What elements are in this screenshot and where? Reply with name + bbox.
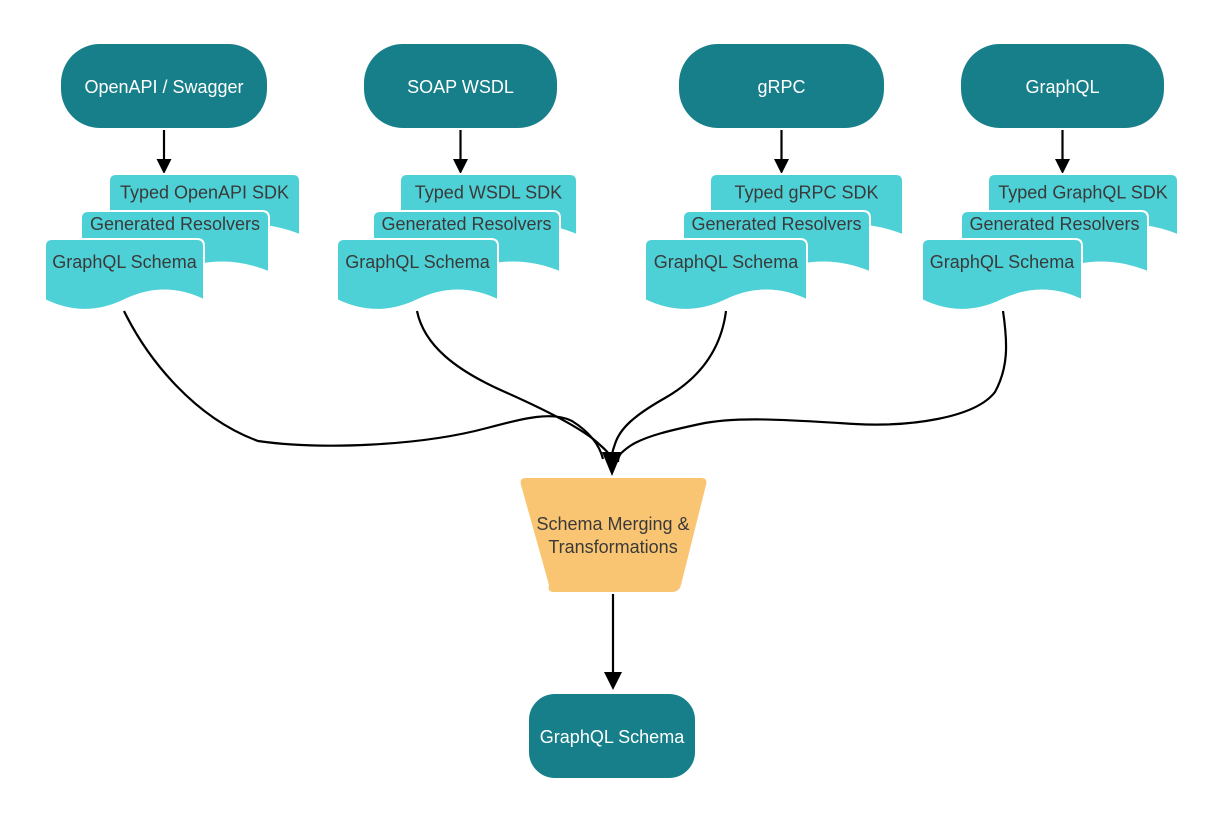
source-node-label-graphql: GraphQL — [1025, 77, 1099, 97]
document-graphql-schema-graphql — [921, 238, 1083, 311]
source-node-label-openapi-swagger: OpenAPI / Swagger — [84, 77, 243, 97]
document-graphql-schema-soap-wsdl — [336, 238, 499, 311]
document-graphql-schema-openapi-swagger — [44, 238, 205, 311]
document-label-generated-resolvers-graphql: Generated Resolvers — [969, 214, 1139, 234]
document-label-generated-resolvers-soap-wsdl: Generated Resolvers — [381, 214, 551, 234]
source-node-openapi-swagger — [59, 42, 269, 130]
source-node-grpc — [677, 42, 886, 130]
arrowhead-graphql-to-sdk — [1055, 159, 1070, 174]
column-grpc: gRPC Typed gRPC SDK Generated ResolversGra… — [644, 42, 904, 311]
edge-openapi-swagger-schema-to-merge — [123, 310, 605, 460]
document-graphql-schema-grpc — [644, 238, 808, 311]
arrowhead-merge-input — [602, 452, 622, 476]
output-node — [527, 692, 697, 780]
source-node-graphql — [959, 42, 1166, 130]
document-label-generated-resolvers-openapi-swagger: Generated Resolvers — [90, 214, 260, 234]
edge-grpc-schema-to-merge — [610, 310, 728, 460]
column-soap-wsdl: SOAP WSDL Typed WSDL SDK Generated Resolve… — [336, 42, 578, 311]
source-node-label-grpc: gRPC — [757, 77, 805, 97]
document-label-typed-graphql-sdk-graphql: Typed GraphQL SDK — [998, 183, 1167, 203]
source-node-label-soap-wsdl: SOAP WSDL — [407, 77, 514, 97]
arrowhead-grpc-to-sdk — [774, 159, 789, 174]
output-node-group: GraphQL Schema — [527, 692, 697, 780]
merge-node-group: Schema Merging &Transformations — [518, 476, 709, 594]
arrowhead-merge-to-output — [604, 672, 622, 690]
edges — [123, 130, 1070, 690]
document-label-typed-grpc-sdk-grpc: Typed gRPC SDK — [734, 183, 878, 203]
document-label-graphql-schema-grpc: GraphQL Schema — [654, 252, 799, 272]
document-label-graphql-schema-soap-wsdl: GraphQL Schema — [345, 252, 490, 272]
edge-graphql-schema-to-merge — [616, 310, 1008, 463]
document-label-generated-resolvers-grpc: Generated Resolvers — [691, 214, 861, 234]
source-node-soap-wsdl — [362, 42, 559, 130]
document-label-graphql-schema-graphql: GraphQL Schema — [930, 252, 1075, 272]
document-label-typed-openapi-sdk-openapi-swagger: Typed OpenAPI SDK — [120, 183, 289, 203]
document-label-graphql-schema-openapi-swagger: GraphQL Schema — [52, 252, 197, 272]
edge-soap-wsdl-schema-to-merge — [415, 310, 612, 461]
merge-node-label: Schema Merging &Transformations — [536, 514, 689, 557]
column-graphql: GraphQL Typed GraphQL SDK Generated Resolv… — [921, 42, 1179, 311]
merge-node — [518, 476, 709, 594]
arrowhead-soap-wsdl-to-sdk — [453, 159, 468, 174]
output-node-label: GraphQL Schema — [540, 727, 685, 747]
arrowhead-openapi-swagger-to-sdk — [156, 159, 172, 174]
document-label-typed-wsdl-sdk-soap-wsdl: Typed WSDL SDK — [415, 183, 562, 203]
